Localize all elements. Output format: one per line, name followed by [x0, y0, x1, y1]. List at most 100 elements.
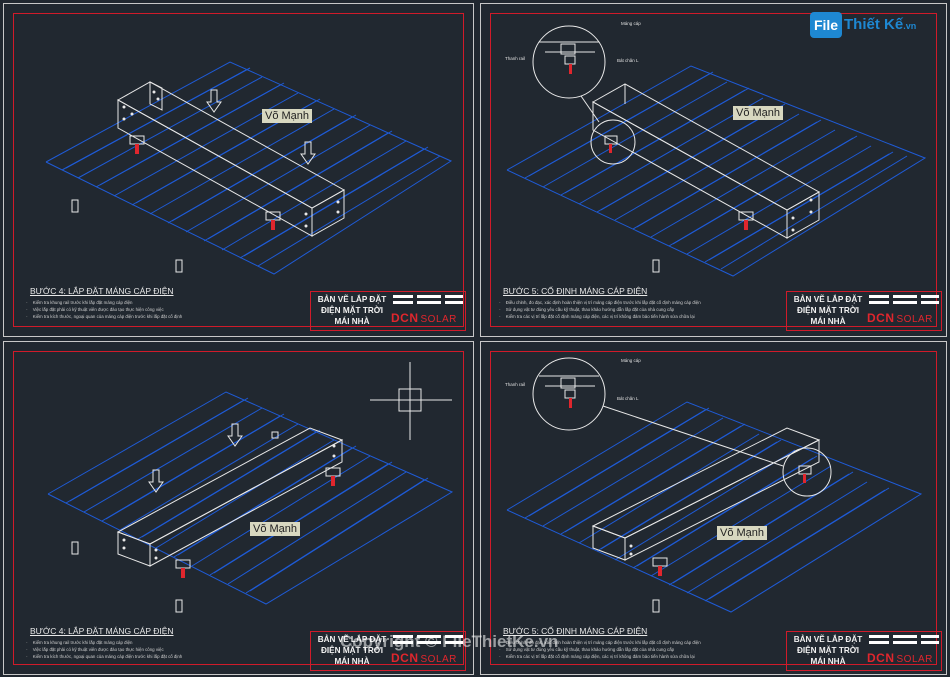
author-label: Võ Mạnh	[733, 106, 784, 120]
title-line-2: ĐIỆN MẶT TRỜI	[320, 646, 384, 655]
note-line: Điều chỉnh, đo đạc, xác định hoàn thiện …	[499, 299, 701, 306]
copyright-watermark: Copyright © FileThietKe.vn	[340, 632, 559, 651]
rail-supports	[652, 599, 660, 613]
cable-tray	[116, 427, 344, 567]
note-line: Kiểm tra kích thước, ngoại quan của máng…	[26, 653, 183, 660]
sheet-frame	[490, 351, 937, 665]
filethietke-logo: File Thiết Kế.vn	[810, 12, 922, 40]
note-line: Kiểm tra các vị trí lắp đặt cố định máng…	[499, 313, 701, 320]
l-brackets	[564, 389, 812, 576]
roof-sheets	[506, 65, 927, 277]
note-line: Kiểm tra kích thước, ngoại quan của máng…	[26, 313, 183, 320]
brand-solar: SOLAR	[896, 654, 933, 665]
author-label: Võ Mạnh	[262, 109, 313, 123]
step-notes: Kiểm tra khung rail trước khi lắp đặt má…	[26, 639, 183, 660]
cable-tray	[116, 81, 346, 237]
step-title: BƯỚC 4: LẮP ĐẶT MÁNG CÁP ĐIỆN	[30, 626, 174, 636]
note-line: Sử dụng vật tư đúng yêu cầu kỹ thuật, th…	[499, 306, 701, 313]
note-line: Việc lắp đặt phải có kỹ thuật viên được …	[26, 306, 182, 313]
rail-supports	[71, 199, 183, 273]
sheet-frame	[13, 13, 464, 327]
title-line-2: ĐIỆN MẶT TRỜI	[796, 646, 860, 655]
detail-callouts	[532, 357, 832, 497]
title-block: BẢN VẼ LẮP ĐẶT ĐIỆN MẶT TRỜI MÁI NHÀ DCN…	[310, 291, 466, 331]
sheet-frame	[490, 13, 937, 327]
note-line: Việc lắp đặt phải có kỹ thuật viên được …	[26, 646, 182, 653]
step-notes: Điều chỉnh, đo đạc, xác định hoàn thiện …	[499, 639, 701, 660]
callout-cable-tray: Máng cáp	[621, 21, 641, 26]
title-line-1: BẢN VẼ LẮP ĐẶT	[793, 295, 863, 304]
logo-text: Thiết Kế.vn	[844, 16, 916, 33]
l-brackets	[564, 55, 754, 230]
step-notes: Kiểm tra khung rail trước khi lắp đặt má…	[26, 299, 183, 320]
logo-file-badge: File	[810, 12, 842, 38]
crosshair-cursor-icon[interactable]	[370, 362, 452, 442]
callout-cable-tray: Máng cáp	[621, 358, 641, 363]
rail-supports	[71, 541, 183, 613]
brand-dcn: DCN	[391, 311, 419, 325]
title-line-3: MÁI NHÀ	[334, 317, 370, 326]
brand-solar: SOLAR	[896, 314, 933, 325]
author-label: Võ Mạnh	[717, 526, 768, 540]
logo-name: Thiết Kế	[844, 16, 904, 33]
roof-sheets	[45, 61, 453, 275]
roof-sheets	[506, 401, 923, 613]
title-line-2: ĐIỆN MẶT TRỜI	[796, 306, 860, 315]
drawing-title: BẢN VẼ LẮP ĐẶT ĐIỆN MẶT TRỜI MÁI NHÀ	[313, 634, 391, 667]
note-line: Điều chỉnh, đo đạc, xác định hoàn thiện …	[499, 639, 701, 646]
cable-tray	[591, 83, 821, 239]
note-line: Kiểm tra khung rail trước khi lắp đặt má…	[26, 639, 182, 646]
note-line: Kiểm tra khung rail trước khi lắp đặt má…	[26, 299, 182, 306]
brand-solar: SOLAR	[420, 654, 457, 665]
drawing-sheet-2[interactable]: Máng cáp Thanh rail Bát chân L Võ Mạnh B…	[480, 3, 947, 337]
down-arrows	[148, 423, 243, 493]
drawing-title: BẢN VẼ LẮP ĐẶT ĐIỆN MẶT TRỜI MÁI NHÀ	[789, 634, 867, 667]
step-title: BƯỚC 4: LẮP ĐẶT MÁNG CÁP ĐIỆN	[30, 286, 174, 296]
step-title: BƯỚC 5: CỐ ĐỊNH MÁNG CÁP ĐIỆN	[503, 286, 648, 296]
rail-supports	[652, 259, 660, 273]
title-block: BẢN VẼ LẮP ĐẶT ĐIỆN MẶT TRỜI MÁI NHÀ DCN…	[786, 631, 942, 671]
title-line-1: BẢN VẼ LẮP ĐẶT	[793, 635, 863, 644]
author-label: Võ Mạnh	[250, 522, 301, 536]
brand-solar: SOLAR	[420, 314, 457, 325]
detail-callouts	[532, 25, 636, 165]
callout-l-bracket: Bát chân L	[617, 58, 639, 63]
roof-drawing-1	[45, 61, 453, 275]
title-block: BẢN VẼ LẮP ĐẶT ĐIỆN MẶT TRỜI MÁI NHÀ DCN…	[310, 631, 466, 671]
step-notes: Điều chỉnh, đo đạc, xác định hoàn thiện …	[499, 299, 701, 320]
brand-dcn: DCN	[391, 651, 419, 665]
title-line-1: BẢN VẼ LẮP ĐẶT	[317, 635, 387, 644]
callout-l-bracket: Bát chân L	[617, 396, 639, 401]
l-brackets	[175, 431, 341, 578]
callout-rail: Thanh rail	[505, 56, 526, 61]
drawing-title: BẢN VẼ LẮP ĐẶT ĐIỆN MẶT TRỜI MÁI NHÀ	[313, 294, 391, 327]
l-brackets	[129, 135, 281, 230]
brand-dcn: DCN	[867, 651, 895, 665]
drawing-sheet-3[interactable]: Võ Mạnh BƯỚC 4: LẮP ĐẶT MÁNG CÁP ĐIỆN Ki…	[3, 341, 474, 675]
callout-rail: Thanh rail	[505, 382, 526, 387]
drawing-sheet-1[interactable]: Võ Mạnh BƯỚC 4: LẮP ĐẶT MÁNG CÁP ĐIỆN Ki…	[3, 3, 474, 337]
tray-bolts	[122, 90, 340, 228]
title-line-3: MÁI NHÀ	[810, 317, 846, 326]
roof-drawing-3	[47, 391, 454, 613]
roof-drawing-2	[506, 25, 927, 277]
title-line-1: BẢN VẼ LẮP ĐẶT	[317, 295, 387, 304]
title-block: BẢN VẼ LẮP ĐẶT ĐIỆN MẶT TRỜI MÁI NHÀ DCN…	[786, 291, 942, 331]
title-line-3: MÁI NHÀ	[334, 657, 370, 666]
note-line: Sử dụng vật tư đúng yêu cầu kỹ thuật, th…	[499, 646, 701, 653]
step-title: BƯỚC 5: CỐ ĐỊNH MÁNG CÁP ĐIỆN	[503, 626, 648, 636]
drawing-sheet-4[interactable]: Máng cáp Thanh rail Bát chân L Võ Mạnh B…	[480, 341, 947, 675]
drawing-title: BẢN VẼ LẮP ĐẶT ĐIỆN MẶT TRỜI MÁI NHÀ	[789, 294, 867, 327]
down-arrows	[206, 89, 316, 165]
sheet-frame	[13, 351, 464, 665]
cable-tray	[591, 427, 821, 561]
logo-tld: .vn	[903, 21, 917, 31]
note-line: Kiểm tra các vị trí lắp đặt cố định máng…	[499, 653, 701, 660]
title-line-2: ĐIỆN MẶT TRỜI	[320, 306, 384, 315]
brand-dcn: DCN	[867, 311, 895, 325]
title-line-3: MÁI NHÀ	[810, 657, 846, 666]
